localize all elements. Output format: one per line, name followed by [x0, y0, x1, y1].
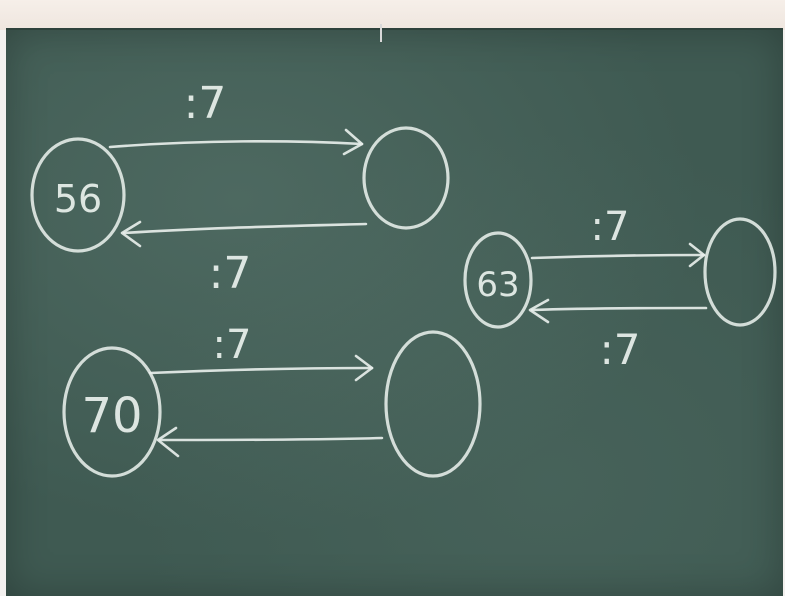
start-value: 63 [476, 265, 519, 305]
start-circle [463, 231, 533, 329]
start-value: 56 [54, 177, 102, 221]
forward-arrow [108, 139, 364, 149]
result-circle [362, 126, 450, 230]
forward-arrowhead [688, 242, 706, 268]
pin [380, 24, 382, 42]
backward-arrow [122, 222, 368, 235]
diagram-70: 70 :7 [62, 322, 482, 478]
backward-arrowhead [156, 426, 180, 458]
backward-arrow [530, 306, 708, 312]
diagram-63: 63 :7 :7 [463, 204, 777, 374]
forward-arrow [530, 253, 706, 260]
result-circle [384, 330, 482, 478]
forward-label: :7 [184, 78, 227, 129]
forward-arrow [148, 366, 374, 375]
start-value: 70 [81, 388, 142, 444]
forward-arrowhead [354, 354, 374, 382]
backward-arrowhead [528, 298, 550, 324]
backward-arrowhead [120, 220, 142, 248]
backward-label: :7 [600, 325, 641, 374]
backward-label: :7 [209, 248, 252, 299]
forward-label: :7 [213, 322, 252, 368]
forward-arrowhead [342, 128, 364, 156]
forward-label: :7 [591, 204, 630, 250]
wall [0, 0, 785, 30]
start-circle [30, 137, 126, 253]
result-circle [703, 217, 777, 327]
diagram-56: 56 :7 :7 [30, 78, 450, 299]
chalkboard [6, 28, 783, 596]
backward-arrow [158, 436, 384, 442]
start-circle [62, 346, 162, 478]
